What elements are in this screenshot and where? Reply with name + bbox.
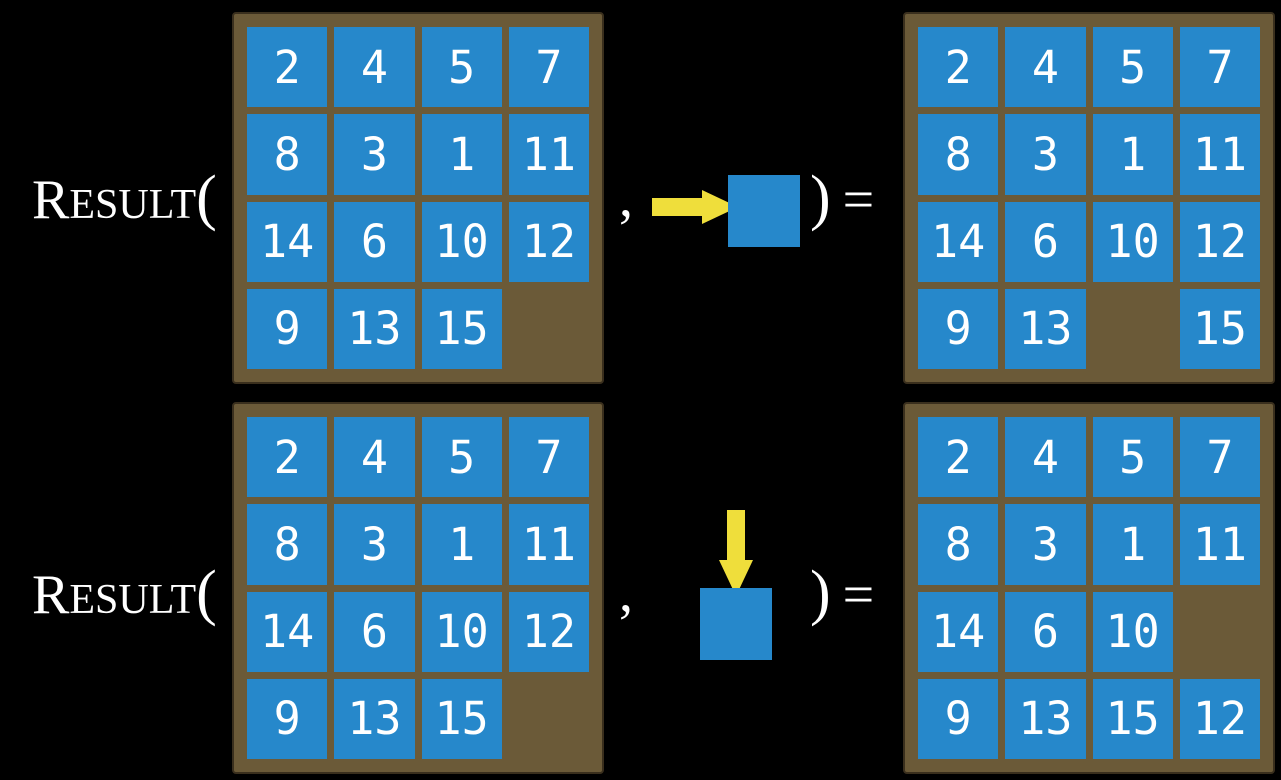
puzzle-tile-13: 13 [334, 288, 415, 369]
puzzle-tile-12: 12 [1179, 678, 1260, 759]
function-name-initial: R [32, 169, 70, 231]
puzzle-tile-11: 11 [508, 504, 589, 585]
open-paren: ( [196, 164, 217, 232]
puzzle-tile-15: 15 [1179, 288, 1260, 369]
puzzle-tile-15: 15 [1092, 678, 1173, 759]
puzzle-tile-4: 4 [1005, 417, 1086, 498]
function-name-rest: ESULT [69, 182, 197, 228]
close-paren-equals: )= [810, 562, 875, 626]
open-paren: ( [196, 559, 217, 627]
argument-comma: , [619, 562, 633, 624]
equals-sign: = [842, 169, 875, 231]
puzzle-tile-5: 5 [421, 27, 502, 108]
puzzle-tile-10: 10 [421, 591, 502, 672]
puzzle-tile-4: 4 [334, 417, 415, 498]
puzzle-tile-6: 6 [1005, 201, 1086, 282]
puzzle-tile-11: 11 [508, 114, 589, 195]
puzzle-tile-12: 12 [508, 201, 589, 282]
puzzle-tile-10: 10 [1092, 591, 1173, 672]
blank-space [509, 289, 589, 369]
function-name-initial: R [32, 564, 70, 626]
puzzle-tile-7: 7 [1179, 417, 1260, 498]
puzzle-tile-1: 1 [1092, 114, 1173, 195]
puzzle-tile-2: 2 [918, 27, 999, 108]
blank-tile-action-square [700, 588, 772, 660]
puzzle-tile-3: 3 [1005, 114, 1086, 195]
puzzle-tile-14: 14 [918, 201, 999, 282]
result-function-label: RESULT( [32, 167, 217, 233]
puzzle-tile-9: 9 [918, 678, 999, 759]
blank-tile-action-square [728, 175, 800, 247]
puzzle-tile-8: 8 [918, 114, 999, 195]
puzzle-tile-10: 10 [1092, 201, 1173, 282]
puzzle-tile-15: 15 [421, 678, 502, 759]
puzzle-tile-7: 7 [508, 417, 589, 498]
close-paren: ) [810, 164, 831, 232]
puzzle-tile-6: 6 [334, 201, 415, 282]
puzzle-tile-1: 1 [421, 114, 502, 195]
puzzle-tile-8: 8 [247, 114, 328, 195]
puzzle-tile-2: 2 [247, 27, 328, 108]
puzzle-tile-2: 2 [918, 417, 999, 498]
puzzle-tile-8: 8 [247, 504, 328, 585]
puzzle-tile-3: 3 [334, 114, 415, 195]
puzzle-tile-10: 10 [421, 201, 502, 282]
puzzle-tile-8: 8 [918, 504, 999, 585]
puzzle-tile-2: 2 [247, 417, 328, 498]
move-down-arrow-icon [719, 510, 753, 596]
close-paren: ) [810, 559, 831, 627]
puzzle-tile-14: 14 [247, 591, 328, 672]
puzzle-tile-6: 6 [334, 591, 415, 672]
puzzle-tile-3: 3 [334, 504, 415, 585]
puzzle-tile-15: 15 [421, 288, 502, 369]
close-paren-equals: )= [810, 167, 875, 231]
puzzle-tile-6: 6 [1005, 591, 1086, 672]
puzzle-tile-11: 11 [1179, 504, 1260, 585]
puzzle-tile-9: 9 [247, 678, 328, 759]
puzzle-tile-9: 9 [247, 288, 328, 369]
equals-sign: = [842, 564, 875, 626]
puzzle-tile-1: 1 [1092, 504, 1173, 585]
puzzle-tile-7: 7 [1179, 27, 1260, 108]
puzzle-tile-1: 1 [421, 504, 502, 585]
puzzle-tile-13: 13 [1005, 678, 1086, 759]
puzzle-tile-11: 11 [1179, 114, 1260, 195]
puzzle-tile-3: 3 [1005, 504, 1086, 585]
puzzle-tile-9: 9 [918, 288, 999, 369]
puzzle-tile-14: 14 [918, 591, 999, 672]
puzzle-tile-5: 5 [1092, 27, 1173, 108]
puzzle-tile-4: 4 [334, 27, 415, 108]
blank-space [1093, 289, 1173, 369]
puzzle-tile-14: 14 [247, 201, 328, 282]
puzzle-tile-5: 5 [421, 417, 502, 498]
puzzle-tile-4: 4 [1005, 27, 1086, 108]
puzzle-tile-12: 12 [508, 591, 589, 672]
puzzle-tile-13: 13 [334, 678, 415, 759]
result-function-label: RESULT( [32, 562, 217, 628]
blank-space [509, 679, 589, 759]
blank-space [1180, 592, 1260, 672]
argument-comma: , [619, 167, 633, 229]
function-name-rest: ESULT [69, 577, 197, 623]
puzzle-tile-12: 12 [1179, 201, 1260, 282]
move-right-arrow-icon [652, 190, 738, 224]
puzzle-tile-13: 13 [1005, 288, 1086, 369]
puzzle-tile-5: 5 [1092, 417, 1173, 498]
puzzle-tile-7: 7 [508, 27, 589, 108]
